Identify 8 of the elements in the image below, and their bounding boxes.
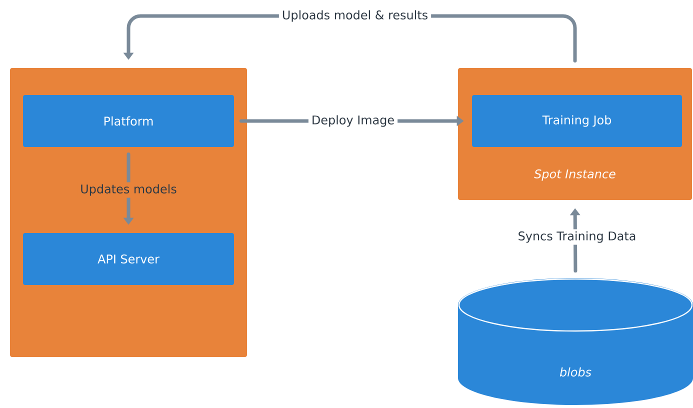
edge-label: Syncs Training Data <box>514 229 640 245</box>
edge-label: Deploy Image <box>308 113 398 129</box>
edge-label: Updates models <box>77 182 180 198</box>
edge-label: Uploads model & results <box>278 8 432 24</box>
process-box: API Server <box>23 233 234 285</box>
database-cylinder: blobs <box>458 278 693 405</box>
process-box: Platform <box>23 95 234 147</box>
process-box: Training Job <box>472 95 682 147</box>
